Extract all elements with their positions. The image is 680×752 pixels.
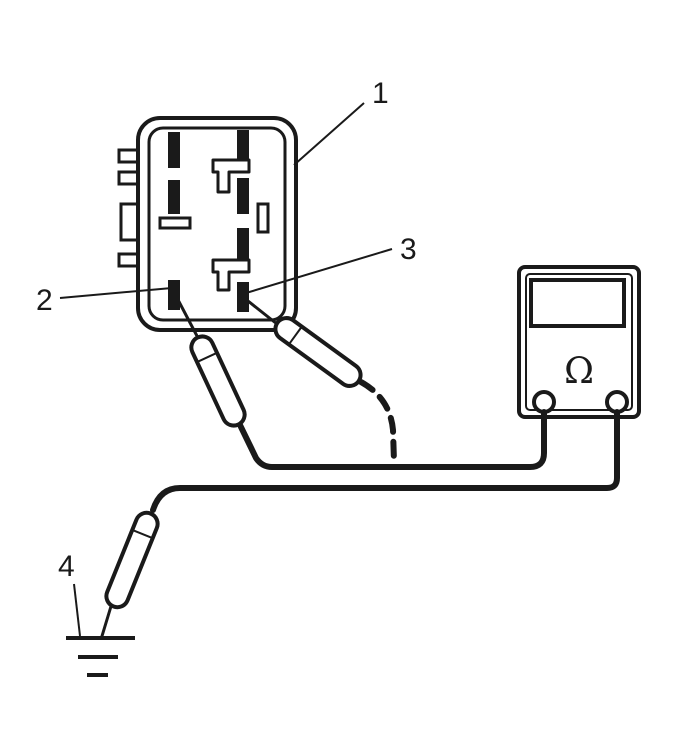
callout-4: 4 [58, 550, 75, 583]
leader-line-2 [59, 287, 173, 299]
test-probe-left [189, 334, 247, 428]
relay-terminal [158, 216, 192, 230]
relay-terminal [237, 228, 249, 262]
relay-housing-outer [136, 116, 298, 332]
lead-wire-dashed [358, 379, 397, 465]
test-probe-right [273, 316, 363, 388]
probe-grip-line [288, 326, 303, 346]
ground-symbol [66, 636, 135, 677]
ohmmeter-body-inner [525, 273, 633, 411]
leader-line-1 [293, 102, 365, 166]
lead-wire-left [237, 409, 547, 470]
relay-terminal [256, 202, 270, 234]
relay-housing-inner [147, 126, 287, 322]
callout-2: 2 [36, 284, 53, 317]
leader-line-4 [73, 583, 81, 637]
probe-grip-line [131, 528, 154, 540]
probes [104, 316, 363, 610]
probe-tip-wire [174, 294, 199, 338]
relay-t-terminal [211, 158, 251, 194]
callout-3: 3 [400, 233, 417, 266]
leader-line-3 [245, 248, 393, 294]
ohm-symbol: Ω [564, 351, 594, 392]
relay [117, 116, 298, 332]
relay-terminal [168, 132, 180, 168]
relay-terminal [237, 130, 249, 166]
ohmmeter-display [529, 278, 626, 328]
probe-tip-wire [241, 295, 279, 326]
callout-1: 1 [372, 77, 389, 110]
leader-lines [59, 102, 393, 637]
relay-terminal [237, 178, 249, 214]
relay-terminal [168, 180, 180, 214]
test-probe-ground [104, 510, 160, 610]
probe-tip-wire [100, 601, 114, 638]
relay-terminal-2 [168, 280, 180, 310]
probe-grip-line [196, 351, 218, 363]
lead-wire-right [150, 409, 620, 513]
ohmmeter: Ω [517, 265, 641, 419]
test-leads [100, 294, 620, 638]
relay-t-terminal [211, 258, 251, 292]
